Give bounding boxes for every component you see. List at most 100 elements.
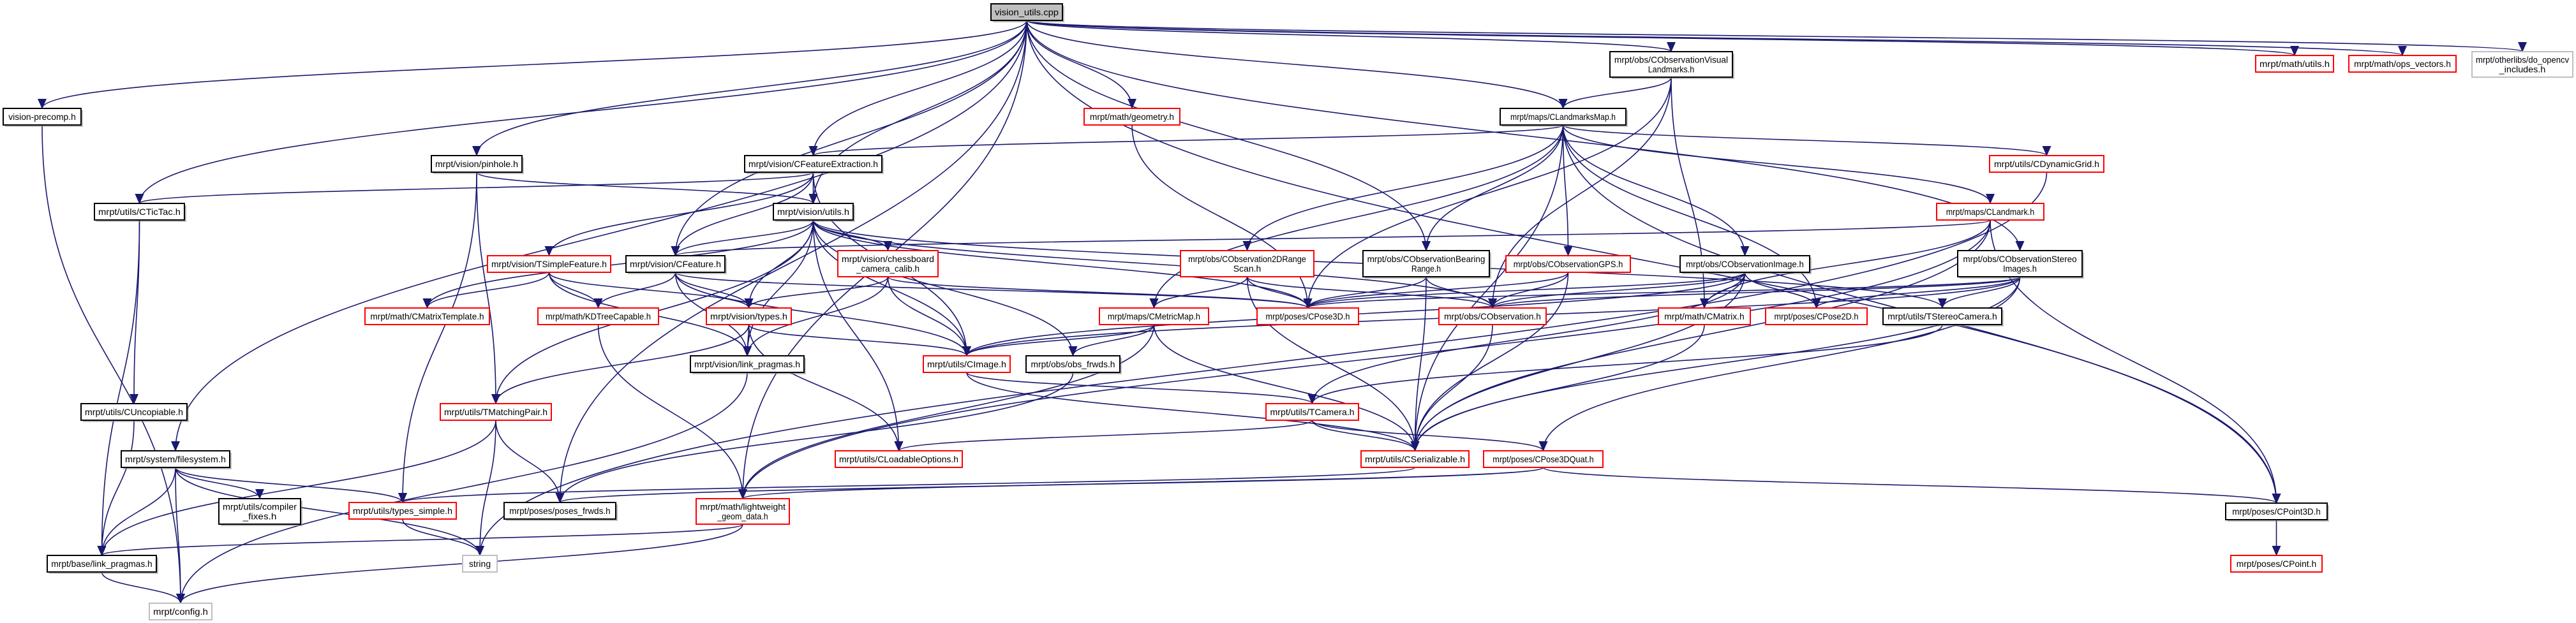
node-box[interactable] bbox=[1360, 450, 1470, 468]
node-tstereo[interactable]: mrpt/utils/TStereoCamera.h bbox=[1882, 307, 2004, 326]
node-cmattpl[interactable]: mrpt/math/CMatrixTemplate.h bbox=[364, 307, 490, 325]
node-cserial[interactable]: mrpt/utils/CSerializable.h bbox=[1360, 450, 1470, 468]
node-box[interactable] bbox=[990, 3, 1063, 21]
node-box[interactable] bbox=[2255, 55, 2334, 73]
node-cobs[interactable]: mrpt/obs/CObservation.h bbox=[1438, 307, 1547, 325]
node-box[interactable] bbox=[149, 603, 212, 620]
node-box[interactable] bbox=[1882, 307, 2002, 325]
node-box[interactable] bbox=[625, 255, 726, 273]
node-box[interactable] bbox=[462, 555, 498, 573]
node-box[interactable] bbox=[690, 355, 805, 373]
node-box[interactable] bbox=[487, 255, 611, 273]
node-vutils[interactable]: mrpt/vision/utils.h bbox=[773, 203, 855, 222]
node-string[interactable]: string bbox=[462, 555, 498, 573]
node-opsvec[interactable]: mrpt/math/ops_vectors.h bbox=[2348, 55, 2457, 73]
node-box[interactable] bbox=[1483, 450, 1604, 468]
node-box[interactable] bbox=[1609, 51, 1733, 78]
node-cloadable[interactable]: mrpt/utils/CLoadableOptions.h bbox=[835, 450, 963, 468]
node-metricmap[interactable]: mrpt/maps/CMetricMap.h bbox=[1099, 307, 1209, 325]
node-box[interactable] bbox=[835, 450, 963, 468]
node-box[interactable] bbox=[1936, 203, 2044, 221]
node-box[interactable] bbox=[744, 155, 882, 173]
node-box[interactable] bbox=[431, 155, 523, 173]
node-precomp[interactable]: vision-precomp.h bbox=[3, 108, 83, 127]
node-cmatrix[interactable]: mrpt/math/CMatrix.h bbox=[1658, 307, 1751, 325]
node-vlink[interactable]: mrpt/vision/link_pragmas.h bbox=[690, 355, 806, 374]
node-box[interactable] bbox=[2225, 502, 2328, 520]
node-dyngrid[interactable]: mrpt/utils/CDynamicGrid.h bbox=[1989, 155, 2104, 173]
node-box[interactable] bbox=[923, 355, 1011, 373]
node-cpoint[interactable]: mrpt/poses/CPoint.h bbox=[2230, 555, 2323, 573]
node-vtypes[interactable]: mrpt/vision/types.h bbox=[706, 307, 792, 325]
node-cpose3dquat[interactable]: mrpt/poses/CPose3DQuat.h bbox=[1483, 450, 1604, 468]
node-box[interactable] bbox=[1679, 255, 1810, 273]
node-compiler[interactable]: mrpt/utils/compiler_fixes.h bbox=[218, 498, 302, 526]
node-box[interactable] bbox=[706, 307, 792, 325]
node-gps[interactable]: mrpt/obs/CObservationGPS.h bbox=[1505, 255, 1631, 273]
node-tsimple[interactable]: mrpt/vision/TSimpleFeature.h bbox=[487, 255, 611, 273]
node-obsfrwds[interactable]: mrpt/obs/obs_frwds.h bbox=[1025, 355, 1122, 374]
node-box[interactable] bbox=[218, 498, 301, 525]
node-obsimage[interactable]: mrpt/obs/CObservationImage.h bbox=[1679, 255, 1812, 274]
node-box[interactable] bbox=[503, 502, 616, 520]
node-cpose2d[interactable]: mrpt/poses/CPose2D.h bbox=[1765, 307, 1868, 325]
node-box[interactable] bbox=[2230, 555, 2323, 573]
node-box[interactable] bbox=[696, 498, 790, 525]
node-mathutils[interactable]: mrpt/math/utils.h bbox=[2255, 55, 2334, 73]
node-box[interactable] bbox=[537, 307, 659, 325]
node-box[interactable] bbox=[1500, 108, 1627, 126]
node-cimage[interactable]: mrpt/utils/CImage.h bbox=[923, 355, 1011, 373]
node-box[interactable] bbox=[1099, 307, 1209, 325]
node-box[interactable] bbox=[1989, 155, 2104, 173]
node-box[interactable] bbox=[1658, 307, 1751, 325]
node-box[interactable] bbox=[3, 108, 82, 126]
node-box[interactable] bbox=[2471, 51, 2573, 78]
node-box[interactable] bbox=[348, 502, 457, 520]
node-box[interactable] bbox=[1957, 250, 2083, 277]
node-box[interactable] bbox=[440, 403, 552, 421]
node-box[interactable] bbox=[1505, 255, 1631, 273]
node-cfeatext[interactable]: mrpt/vision/CFeatureExtraction.h bbox=[744, 155, 884, 174]
node-cpose3d[interactable]: mrpt/poses/CPose3D.h bbox=[1256, 307, 1359, 325]
node-box[interactable] bbox=[1265, 403, 1359, 421]
node-box[interactable] bbox=[121, 450, 230, 468]
node-posesfrwds[interactable]: mrpt/poses/poses_frwds.h bbox=[503, 502, 618, 521]
node-geometry[interactable]: mrpt/math/geometry.h bbox=[1083, 108, 1180, 126]
node-typessimple[interactable]: mrpt/utils/types_simple.h bbox=[348, 502, 457, 520]
node-box[interactable] bbox=[837, 250, 939, 277]
node-chess[interactable]: mrpt/vision/chessboard_camera_calib.h bbox=[837, 250, 939, 277]
node-baselink[interactable]: mrpt/base/link_pragmas.h bbox=[47, 555, 158, 574]
node-box[interactable] bbox=[2348, 55, 2457, 73]
node-clandmark[interactable]: mrpt/maps/CLandmark.h bbox=[1936, 203, 2044, 221]
node-tmatch[interactable]: mrpt/utils/TMatchingPair.h bbox=[440, 403, 552, 421]
node-box[interactable] bbox=[80, 403, 188, 421]
node-cuncop[interactable]: mrpt/utils/CUncopiable.h bbox=[80, 403, 189, 422]
node-landmarksmap[interactable]: mrpt/maps/CLandmarksMap.h bbox=[1500, 108, 1628, 127]
node-pinhole[interactable]: mrpt/vision/pinhole.h bbox=[431, 155, 524, 174]
node-box[interactable] bbox=[1765, 307, 1868, 325]
node-box[interactable] bbox=[1256, 307, 1359, 325]
node-box[interactable] bbox=[1025, 355, 1120, 373]
node-box[interactable] bbox=[364, 307, 490, 325]
node-config[interactable]: mrpt/config.h bbox=[149, 603, 212, 620]
node-box[interactable] bbox=[773, 203, 854, 221]
node-ctictac[interactable]: mrpt/utils/CTicTac.h bbox=[94, 203, 186, 222]
node-box[interactable] bbox=[47, 555, 157, 573]
node-cpoint3d[interactable]: mrpt/poses/CPoint3D.h bbox=[2225, 502, 2329, 522]
node-tcamera[interactable]: mrpt/utils/TCamera.h bbox=[1265, 403, 1359, 421]
node-box[interactable] bbox=[1180, 250, 1314, 277]
node-opencv[interactable]: mrpt/otherlibs/do_opencv_includes.h bbox=[2471, 51, 2573, 78]
node-box[interactable] bbox=[1083, 108, 1180, 126]
node-filesystem[interactable]: mrpt/system/filesystem.h bbox=[121, 450, 232, 469]
node-lightweight[interactable]: mrpt/math/lightweight_geom_data.h bbox=[696, 498, 790, 525]
node-cfeature[interactable]: mrpt/vision/CFeature.h bbox=[625, 255, 727, 274]
node-box[interactable] bbox=[1362, 250, 1490, 277]
node-box[interactable] bbox=[1438, 307, 1547, 325]
node-root[interactable]: vision_utils.cpp bbox=[990, 3, 1064, 22]
node-kdtree[interactable]: mrpt/math/KDTreeCapable.h bbox=[537, 307, 659, 325]
node-box[interactable] bbox=[94, 203, 185, 221]
